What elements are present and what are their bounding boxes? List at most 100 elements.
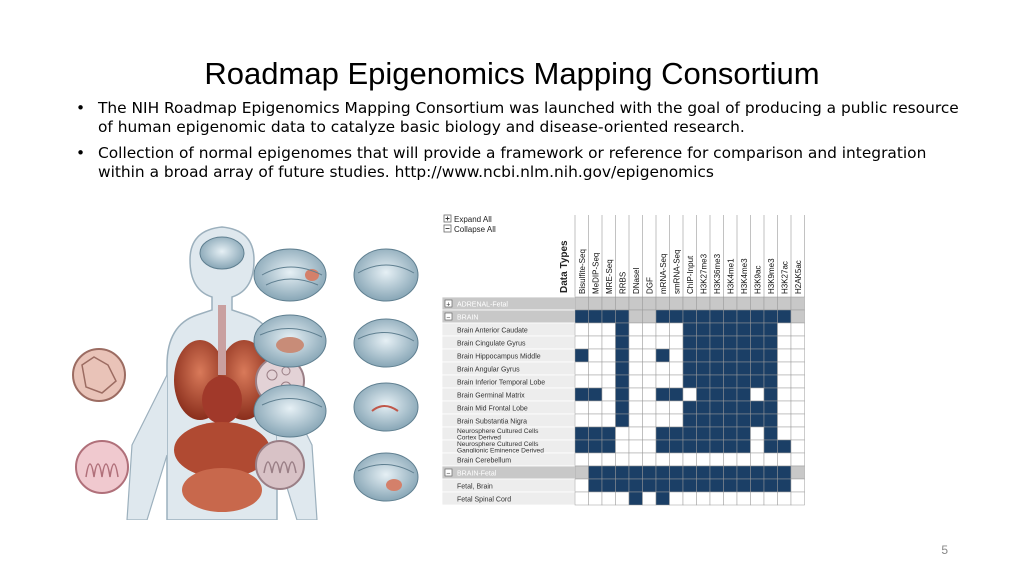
data-cell [574,361,589,376]
data-cell [777,452,792,467]
data-cell [709,452,724,467]
data-cell [655,426,670,441]
data-cell [669,452,684,467]
data-cell [696,400,711,415]
data-cell [763,452,778,467]
data-cell [601,491,616,506]
data-cell [750,296,765,311]
data-cell [709,439,724,454]
data-cell [615,335,630,350]
data-cell [723,400,738,415]
data-cell [601,335,616,350]
row-toggle-glyph: − [446,314,450,321]
data-cell [696,361,711,376]
data-cell [709,426,724,441]
column-header: H3K27me3 [699,253,708,294]
data-cell [682,426,697,441]
row-label: Ganglionic Eminence Derived [457,447,544,454]
data-cell [709,335,724,350]
data-cell [642,426,657,441]
data-cell [655,439,670,454]
data-cell [574,322,589,337]
row-toggle-icon[interactable] [444,299,453,308]
data-cell [682,348,697,363]
data-cell [628,491,643,506]
data-cell [750,400,765,415]
data-cell [574,348,589,363]
row-label: Brain Mid Frontal Lobe [457,406,528,413]
data-cell [574,478,589,493]
data-cell [588,413,603,428]
data-cell [750,374,765,389]
data-cell [723,322,738,337]
data-cell [682,322,697,337]
row-toggle-icon[interactable] [444,468,453,477]
data-cell [628,426,643,441]
data-cell [601,361,616,376]
column-header: MRE-Seq [605,259,614,294]
row-label: Cortex Derived [457,434,501,441]
bullet-list: • The NIH Roadmap Epigenomics Mapping Co… [76,99,976,189]
data-cell [682,296,697,311]
data-cell [615,491,630,506]
row-label: Brain Inferior Temporal Lobe [457,380,545,387]
data-cell [763,400,778,415]
bullet-glyph: • [76,99,86,117]
data-cell [642,400,657,415]
row-toggle-icon[interactable] [444,312,453,321]
data-cell [696,322,711,337]
data-cell [736,374,751,389]
data-cell [655,452,670,467]
data-cell [777,426,792,441]
data-cell [588,348,603,363]
data-cell [777,478,792,493]
column-header: DGF [645,277,654,294]
row-label: Brain Substantia Nigra [457,419,527,426]
collapse-all-link[interactable]: Collapse All [454,225,496,234]
data-cell [655,348,670,363]
data-cell [696,309,711,324]
column-header: DNaseI [632,267,641,294]
data-cell [669,361,684,376]
data-cell [790,374,805,389]
data-cell [574,426,589,441]
data-cell [696,348,711,363]
data-cell [736,452,751,467]
data-cell [588,452,603,467]
data-cell [588,387,603,402]
data-cell [736,465,751,480]
data-cell [709,465,724,480]
data-cell [696,426,711,441]
data-cell [628,400,643,415]
bullet-item: • Collection of normal epigenomes that w… [76,144,976,182]
column-header: H3K9me3 [767,258,776,294]
data-cell [601,439,616,454]
data-cell [723,309,738,324]
data-cell [723,478,738,493]
data-cell [777,309,792,324]
anatomy-illustration [72,226,419,520]
data-cell [736,361,751,376]
data-cell [642,348,657,363]
data-cell [736,348,751,363]
data-cell [642,387,657,402]
data-cell [709,387,724,402]
data-cell [601,387,616,402]
data-cell [790,361,805,376]
row-label: Neurosphere Cultured Cells [457,428,539,435]
data-cell [790,439,805,454]
row-label: ADRENAL-Fetal [457,302,508,309]
data-cell [723,361,738,376]
data-cell [628,452,643,467]
data-cell [669,374,684,389]
data-cell [615,465,630,480]
data-cell [723,335,738,350]
data-cell [669,400,684,415]
expand-all-link[interactable]: Expand All [454,215,492,224]
data-cell [696,296,711,311]
column-header: mRNA-Seq [659,254,668,294]
row-label: Brain Angular Gyrus [457,367,520,374]
data-cell [696,478,711,493]
data-cell [628,335,643,350]
